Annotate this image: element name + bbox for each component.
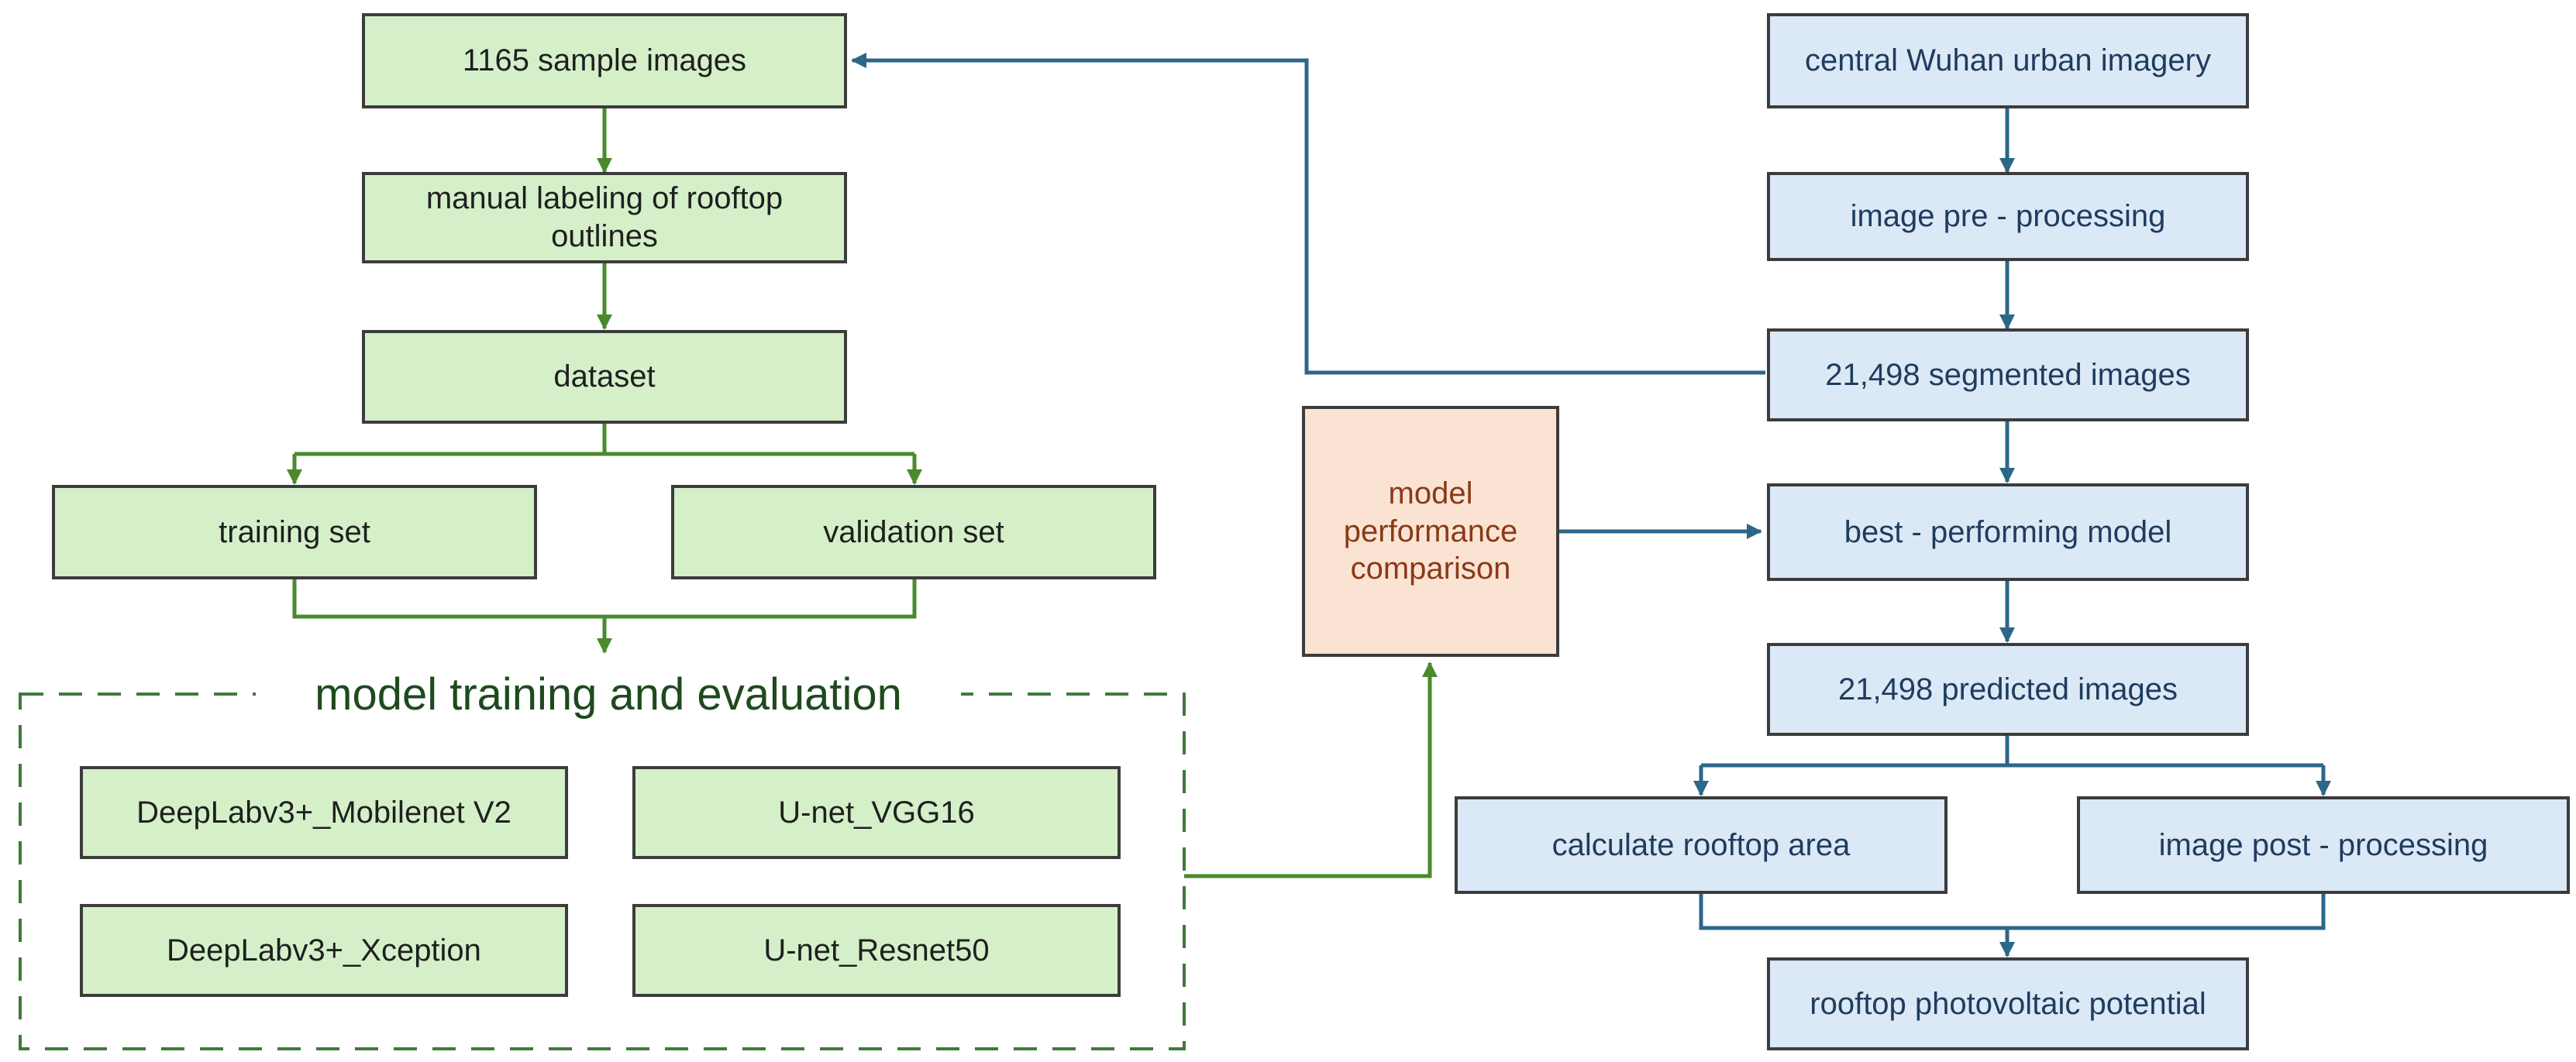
rooftop-area-box: calculate rooftop area [1455, 796, 1947, 894]
connector-sets-merge [292, 579, 917, 619]
sample-images-box: 1165 sample images [362, 13, 847, 108]
connector-outputs-merge [1699, 894, 2326, 930]
pv-potential-label: rooftop photovoltaic potential [1810, 986, 2206, 1021]
model-label: DeepLabv3+_Xception [167, 933, 481, 967]
model-label: DeepLabv3+_Mobilenet V2 [136, 795, 511, 830]
pv-potential-box: rooftop photovoltaic potential [1767, 957, 2249, 1050]
post-processing-label: image post - processing [2158, 827, 2488, 862]
dataset-label: dataset [553, 359, 656, 394]
training-set-box: training set [52, 485, 537, 579]
model-label: U-net_Resnet50 [763, 933, 990, 967]
predicted-images-box: 21,498 predicted images [1767, 643, 2249, 736]
sample-images-label: 1165 sample images [462, 43, 747, 78]
segmented-images-box: 21,498 segmented images [1767, 328, 2249, 421]
post-processing-box: image post - processing [2077, 796, 2570, 894]
wuhan-imagery-box: central Wuhan urban imagery [1767, 13, 2249, 108]
best-model-box: best - performing model [1767, 483, 2249, 581]
pre-processing-label: image pre - processing [1850, 199, 2166, 234]
validation-set-box: validation set [671, 485, 1156, 579]
model-comparison-box: model performance comparison [1302, 406, 1559, 657]
model-box-deeplab-mobilenet: DeepLabv3+_Mobilenet V2 [80, 766, 568, 859]
model-box-deeplab-xception: DeepLabv3+_Xception [80, 904, 568, 997]
model-box-unet-resnet50: U-net_Resnet50 [632, 904, 1121, 997]
validation-set-label: validation set [823, 514, 1004, 549]
rooftop-area-label: calculate rooftop area [1551, 827, 1851, 862]
manual-labeling-box: manual labeling of rooftop outlines [362, 172, 847, 263]
model-comparison-label: model performance comparison [1343, 476, 1518, 586]
training-set-label: training set [219, 514, 370, 549]
best-model-label: best - performing model [1844, 514, 2172, 549]
segmented-images-label: 21,498 segmented images [1825, 357, 2191, 392]
model-group-title: model training and evaluation [256, 663, 961, 725]
arrow-group-to-comparison [1184, 662, 1438, 878]
pre-processing-box: image pre - processing [1767, 172, 2249, 261]
dataset-box: dataset [362, 330, 847, 424]
model-label: U-net_VGG16 [778, 795, 975, 830]
arrow-segmented-to-samples [851, 53, 1765, 375]
predicted-images-label: 21,498 predicted images [1837, 672, 2178, 706]
manual-labeling-label: manual labeling of rooftop outlines [425, 181, 783, 253]
wuhan-imagery-label: central Wuhan urban imagery [1805, 43, 2211, 78]
model-box-unet-vgg16: U-net_VGG16 [632, 766, 1121, 859]
